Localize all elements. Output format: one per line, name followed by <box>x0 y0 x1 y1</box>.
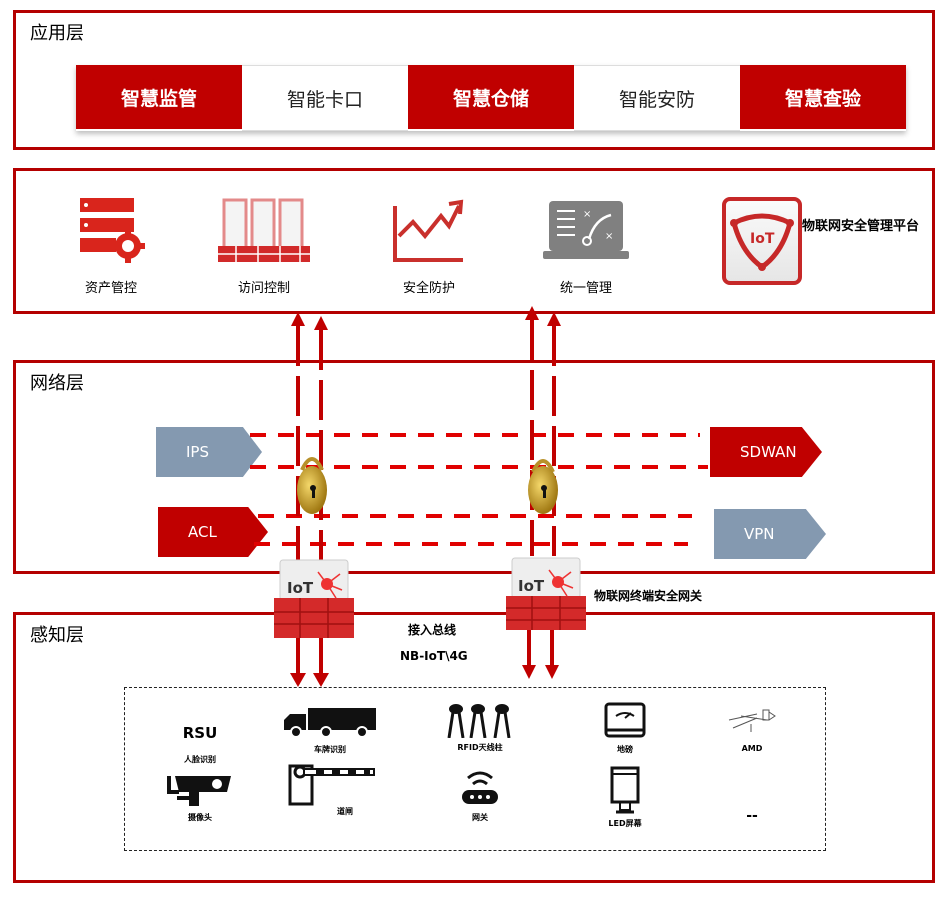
service-unified-management[interactable]: × × 统一管理 <box>531 191 641 296</box>
network-layer: 网络层 IPS ACL SDWAN VPN <box>13 360 935 574</box>
device-face-recognition[interactable]: RSU 人脸识别 <box>145 702 255 765</box>
layer-title: 应用层 <box>30 23 84 44</box>
device-router[interactable]: 网关 <box>425 768 535 823</box>
device-label: AMD <box>741 744 763 753</box>
application-layer: 应用层 智慧监管 智能卡口 智慧仓储 智能安防 智慧查验 <box>13 10 935 150</box>
svg-text:IoT: IoT <box>287 579 314 597</box>
service-security-protection[interactable]: 安全防护 <box>374 191 484 296</box>
rsu-icon: RSU <box>145 702 255 742</box>
service-access-control[interactable]: 访问控制 <box>209 191 319 296</box>
device-led-screen[interactable]: LED屏幕 <box>570 766 680 829</box>
router-icon <box>425 768 535 808</box>
iot-platform-label: 物联网安全管理平台 <box>802 219 920 234</box>
app-item-smart-supervision[interactable]: 智慧监管 <box>76 65 242 129</box>
device-label: LED屏幕 <box>608 819 642 828</box>
device-label: 摄像头 <box>188 813 212 822</box>
layer-title: 网络层 <box>30 373 84 394</box>
more-icon: -- <box>697 784 807 824</box>
service-asset-control[interactable]: 资产管控 <box>56 191 166 296</box>
iot-badge: IoT <box>750 231 775 247</box>
application-list: 智慧监管 智能卡口 智慧仓储 智能安防 智慧查验 <box>76 65 906 131</box>
ips-tag[interactable]: IPS <box>156 427 262 477</box>
app-item-smart-security[interactable]: 智能安防 <box>574 65 740 131</box>
led-screen-icon <box>570 766 680 814</box>
laser-sensor-icon <box>697 698 807 738</box>
svg-text:×: × <box>605 231 613 242</box>
device-amd[interactable]: AMD <box>697 698 807 753</box>
device-label: RFID天线柱 <box>457 743 503 752</box>
acl-tag[interactable]: ACL <box>158 507 268 557</box>
antenna-pillars-icon <box>425 698 535 738</box>
service-label: 资产管控 <box>84 281 137 296</box>
camera-icon <box>145 770 255 810</box>
rsu-text: RSU <box>182 724 218 742</box>
device-label: 道闸 <box>337 807 353 816</box>
device-more: -- <box>697 784 807 824</box>
server-gear-icon <box>56 191 166 271</box>
device-area: RSU 人脸识别 车牌识别 RFID天线柱 地磅 AMD <box>124 687 826 851</box>
trend-up-icon <box>374 191 484 271</box>
iot-platform-icon[interactable]: IoT <box>722 197 802 285</box>
sdwan-tag[interactable]: SDWAN <box>710 427 822 477</box>
device-antenna-pillars[interactable]: RFID天线柱 <box>425 698 535 753</box>
gateway-label: 物联网终端安全网关 <box>594 589 703 603</box>
firewall-icon <box>209 191 319 271</box>
device-weighbridge[interactable]: 地磅 <box>570 698 680 755</box>
app-item-smart-checkpoint[interactable]: 智能卡口 <box>242 65 408 131</box>
device-label: 人脸识别 <box>184 755 216 764</box>
scale-icon <box>570 698 680 738</box>
bus-protocol: NB-IoT\4G <box>400 649 468 663</box>
app-item-smart-inspection[interactable]: 智慧查验 <box>740 65 906 129</box>
service-label: 安全防护 <box>402 281 455 296</box>
barrier-gate-icon <box>275 764 385 806</box>
laptop-strategy-icon: × × <box>531 191 641 271</box>
device-label: 车牌识别 <box>314 745 346 754</box>
app-item-smart-warehouse[interactable]: 智慧仓储 <box>408 65 574 129</box>
device-label: 网关 <box>472 813 488 822</box>
vpn-tag[interactable]: VPN <box>714 509 826 559</box>
device-camera[interactable]: 摄像头 <box>145 770 255 823</box>
device-label: 地磅 <box>617 745 633 754</box>
platform-layer: 资产管控 访问控制 安全防护 <box>13 168 935 314</box>
device-barrier-gate[interactable]: 道闸 <box>275 764 385 817</box>
perception-layer: 感知层 接入总线 NB-IoT\4G RSU 人脸识别 车牌识别 RFID天线柱… <box>13 612 935 883</box>
layer-title: 感知层 <box>30 625 84 646</box>
svg-text:×: × <box>583 209 591 220</box>
bus-label: 接入总线 <box>408 623 457 637</box>
service-label: 统一管理 <box>559 281 612 296</box>
truck-icon <box>275 698 385 738</box>
service-label: 访问控制 <box>237 281 290 296</box>
svg-text:IoT: IoT <box>518 577 545 595</box>
device-plate-recognition[interactable]: 车牌识别 <box>275 698 385 755</box>
more-text: -- <box>746 808 758 824</box>
